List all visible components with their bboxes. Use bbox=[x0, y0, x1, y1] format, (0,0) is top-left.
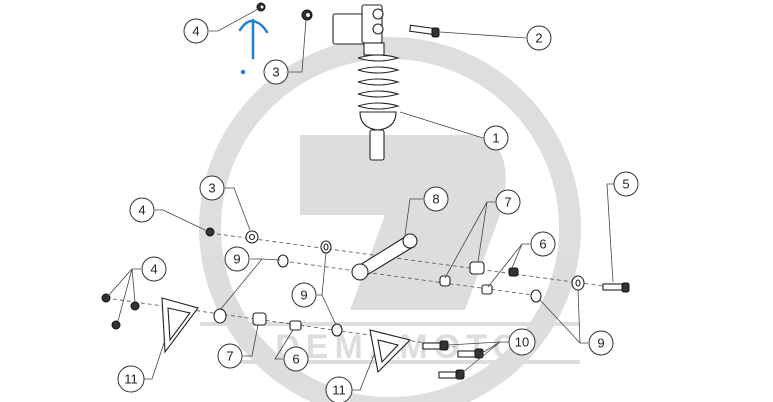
svg-text:3: 3 bbox=[272, 65, 279, 80]
callout-4: 4 bbox=[141, 256, 167, 282]
svg-text:9: 9 bbox=[233, 252, 240, 267]
callout-11: 11 bbox=[325, 376, 353, 402]
axis-middle bbox=[282, 260, 541, 297]
svg-text:4: 4 bbox=[150, 262, 157, 277]
hand-drawn-arrow-annotation bbox=[238, 18, 269, 75]
callout-7: 7 bbox=[217, 343, 243, 369]
svg-text:8: 8 bbox=[432, 192, 439, 207]
bolt-part-2 bbox=[409, 24, 440, 38]
svg-text:5: 5 bbox=[622, 177, 629, 192]
svg-text:6: 6 bbox=[539, 237, 546, 252]
callout-10: 10 bbox=[508, 328, 536, 356]
bracket-plate-part-11 bbox=[161, 297, 412, 374]
leader-lines bbox=[107, 8, 615, 391]
svg-text:11: 11 bbox=[124, 372, 138, 387]
callout-6: 6 bbox=[530, 231, 556, 257]
small-parts bbox=[101, 2, 630, 380]
axis-upper bbox=[209, 232, 619, 289]
link-rod-part-8 bbox=[351, 233, 418, 281]
svg-text:1: 1 bbox=[492, 131, 499, 146]
callout-9: 9 bbox=[291, 282, 317, 308]
callout-9: 9 bbox=[224, 246, 250, 272]
svg-text:7: 7 bbox=[226, 349, 233, 364]
svg-text:9: 9 bbox=[597, 336, 604, 351]
callout-1: 1 bbox=[483, 125, 509, 151]
svg-text:4: 4 bbox=[138, 203, 145, 218]
callout-2: 2 bbox=[526, 25, 552, 51]
callout-8: 8 bbox=[423, 186, 449, 212]
callout-3: 3 bbox=[263, 59, 289, 85]
svg-text:10: 10 bbox=[515, 335, 529, 350]
callout-5: 5 bbox=[613, 171, 639, 197]
callout-11: 11 bbox=[117, 365, 145, 393]
svg-text:11: 11 bbox=[332, 383, 346, 398]
shock-absorber bbox=[332, 4, 400, 161]
svg-text:4: 4 bbox=[192, 24, 199, 39]
svg-text:3: 3 bbox=[208, 181, 215, 196]
callout-9: 9 bbox=[588, 330, 614, 356]
svg-text:6: 6 bbox=[292, 352, 299, 367]
svg-text:2: 2 bbox=[535, 31, 542, 46]
svg-text:9: 9 bbox=[300, 288, 307, 303]
callout-7: 7 bbox=[495, 189, 521, 215]
callout-4: 4 bbox=[129, 197, 155, 223]
callout-4: 4 bbox=[183, 18, 209, 44]
svg-text:7: 7 bbox=[504, 195, 511, 210]
callout-6: 6 bbox=[283, 346, 309, 372]
callout-3: 3 bbox=[199, 175, 225, 201]
